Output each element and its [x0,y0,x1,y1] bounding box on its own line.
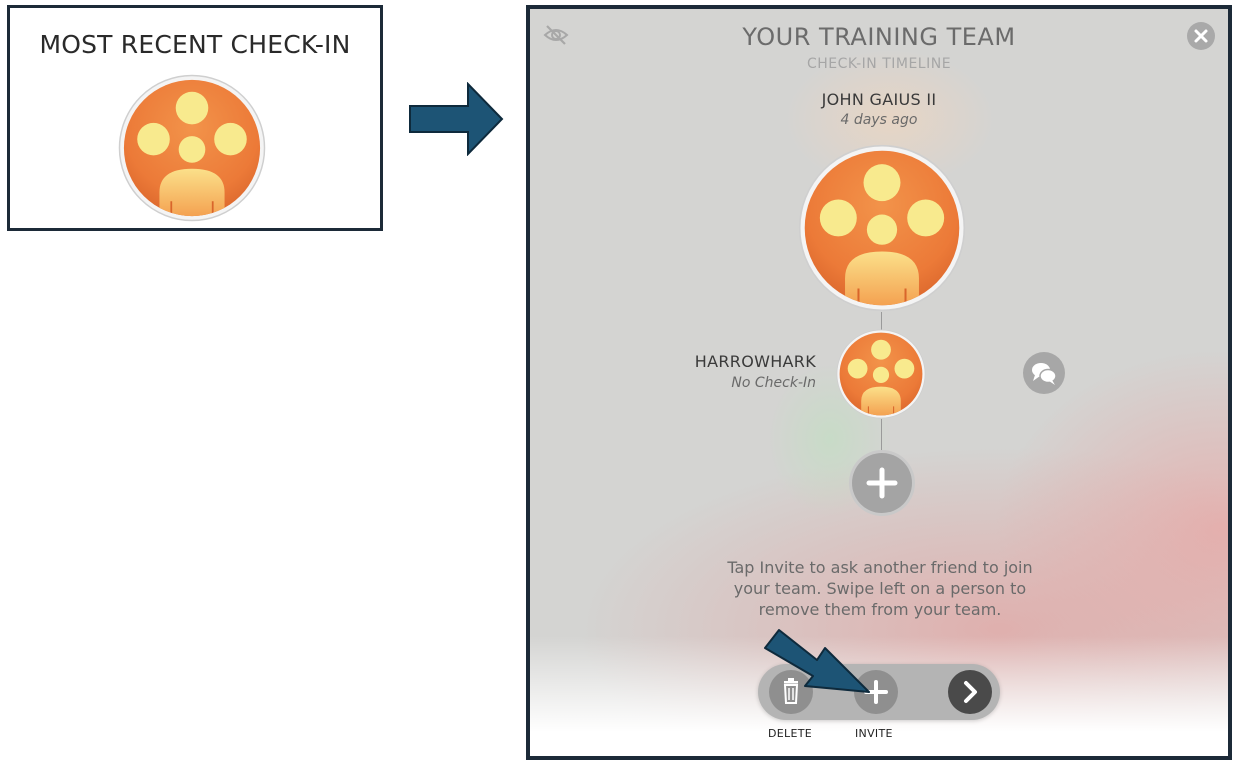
training-team-screen: YOUR TRAINING TEAM CHECK-IN TIMELINE JOH… [526,5,1232,760]
member-name: JOHN GAIUS II [821,90,937,109]
delete-label: DELETE [768,727,812,740]
plus-icon [866,467,898,499]
annotation-arrow-icon [409,82,504,156]
chevron-right-icon [964,681,977,703]
team-avatar-icon [118,74,266,222]
bottom-toolbar [758,664,1000,720]
chat-bubbles-icon [1032,363,1057,385]
eye-slash-icon[interactable] [542,23,570,47]
page-subtitle: CHECK-IN TIMELINE [806,56,952,72]
chat-button[interactable] [1023,352,1065,394]
trash-icon [783,678,799,704]
timeline-connector [881,419,882,451]
next-button[interactable] [948,670,992,714]
add-team-member-button[interactable] [849,450,915,516]
member-checkin-status: No Check-In [731,375,816,391]
member-checkin-status: 4 days ago [840,112,918,128]
team-avatar-icon[interactable] [798,144,966,312]
add-team-member-button-bg [852,453,912,513]
team-avatar-icon[interactable] [836,329,926,419]
close-button[interactable] [1187,22,1215,50]
member-name: HARROWHARK [694,352,816,371]
help-text: Tap Invite to ask another friend to join… [727,558,1033,619]
page-title: YOUR TRAINING TEAM [742,23,1016,51]
close-icon [1194,29,1208,43]
delete-button[interactable] [769,670,813,714]
invite-label: INVITE [855,727,893,740]
timeline-connector [881,312,882,330]
most-recent-checkin-title: MOST RECENT CHECK-IN [39,30,351,59]
annotation-arrow-icon [764,629,870,693]
most-recent-checkin-panel: MOST RECENT CHECK-IN [7,5,383,231]
